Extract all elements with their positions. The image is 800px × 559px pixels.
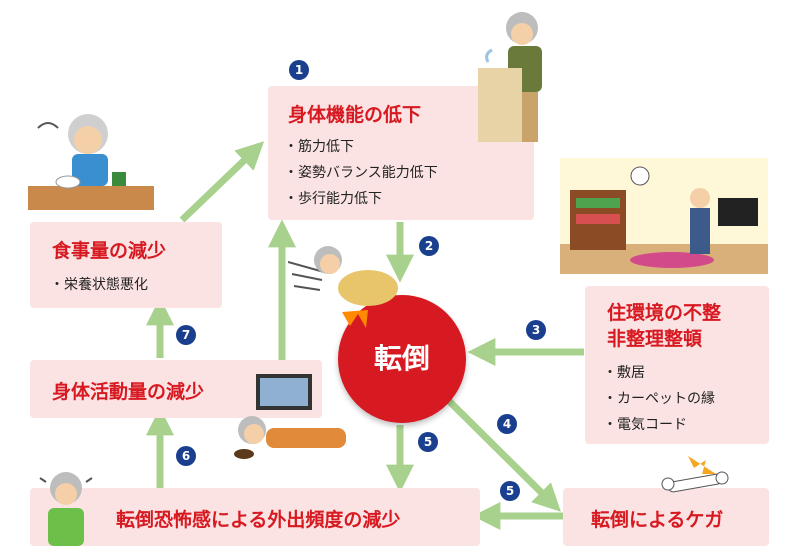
elderly-tired-illustration [478,12,542,142]
elderly-eating-illustration [28,114,154,210]
meal-decrease-box: 食事量の減少 ・栄養状態悪化 [30,222,222,308]
worried-person-illustration [39,472,93,546]
meal-decrease-title: 食事量の減少 [52,240,167,262]
fear-outing-box: 転倒恐怖感による外出頻度の減少 [30,488,480,546]
meal-bullet-1: ・栄養状態悪化 [50,277,148,293]
step-number-5a: 5 [418,432,438,452]
environment-title-line2: 非整理整頓 [607,328,703,350]
living-room-illustration [560,158,768,274]
step-number-4: 4 [497,414,517,434]
step-number-2: 2 [419,236,439,256]
step-number-5b: 5 [500,481,520,501]
environment-bullet-1: ・敷居 [603,365,645,381]
physical-bullet-2: ・姿勢バランス能力低下 [284,165,438,181]
fall-injury-title: 転倒によるケガ [591,509,724,531]
environment-title-line1: 住環境の不整 [607,302,722,324]
step-number-6: 6 [176,446,196,466]
environment-bullet-3: ・電気コード [603,417,687,433]
step-number-3: 3 [526,320,546,340]
arrow-fall-to-injury [445,397,561,512]
fall-injury-box: 転倒によるケガ [563,488,769,546]
lying-person-illustration [234,374,346,459]
fear-outing-title: 転倒恐怖感による外出頻度の減少 [116,509,401,531]
step-number-7: 7 [176,325,196,345]
activity-decrease-title: 身体活動量の減少 [52,381,205,403]
falling-person-illustration [288,246,398,328]
physical-bullet-1: ・筋力低下 [284,139,354,155]
step-number-1: 1 [289,60,309,80]
physical-bullet-3: ・歩行能力低下 [284,191,382,207]
home-environment-box: 住環境の不整 非整理整頓 ・敷居 ・カーペットの縁 ・電気コード [585,286,769,444]
environment-bullet-2: ・カーペットの縁 [603,391,715,407]
physical-decline-title: 身体機能の低下 [288,104,422,126]
arrow-meal-to-physical [179,141,265,223]
bone-injury-icon [661,456,729,493]
